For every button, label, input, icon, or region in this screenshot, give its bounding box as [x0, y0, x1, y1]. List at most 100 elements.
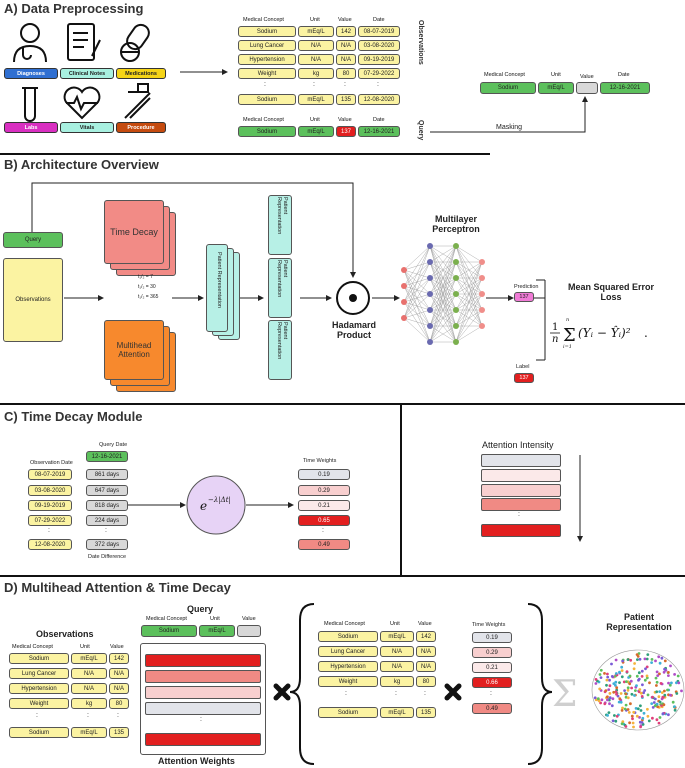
cell: N/A — [71, 668, 107, 679]
query-date: 12-16-2021 — [358, 126, 400, 137]
mlp-node — [427, 243, 433, 249]
d-time-weight: 0.29 — [472, 647, 512, 658]
embedding-dot — [596, 697, 600, 701]
d-time-weight: 0.66 — [472, 677, 512, 688]
intensity-bar — [481, 454, 561, 467]
badge-labs: Labs — [4, 122, 58, 133]
embedding-dot — [633, 662, 636, 665]
masked-unit: mEq/L — [538, 82, 574, 94]
mlp-node — [453, 307, 459, 313]
attention-weight-bar — [145, 702, 261, 715]
cell: N/A — [109, 683, 129, 694]
time-weight: 0.21 — [298, 500, 350, 511]
embedding-dot — [606, 695, 609, 699]
hdr-date: Date — [373, 17, 385, 23]
svg-text:e: e — [200, 499, 207, 513]
mlp-node — [427, 307, 433, 313]
medications-icon — [120, 23, 150, 62]
embedding-dot — [669, 664, 672, 668]
section-b-title: B) Architecture Overview — [4, 157, 159, 172]
hadamard-label: Hadamard Product — [332, 320, 377, 340]
mlp-node — [453, 323, 459, 329]
embedding-dot — [658, 690, 662, 693]
embedding-dot — [646, 653, 650, 656]
d-time-weight: 0.21 — [472, 662, 512, 673]
embedding-dot — [653, 704, 657, 708]
embedding-dot — [626, 708, 630, 711]
embedding-dot — [623, 689, 626, 692]
embedding-dot — [662, 670, 666, 674]
embedding-dot — [599, 701, 602, 705]
ellipsis: : — [518, 511, 520, 518]
clinical-notes-icon — [67, 23, 101, 61]
cell: N/A — [336, 40, 356, 51]
embedding-dot — [643, 678, 647, 682]
embedding-dot — [625, 680, 628, 683]
embedding-dot — [619, 692, 623, 695]
embedding-dot — [667, 681, 670, 685]
divider — [0, 153, 490, 155]
embedding-dot — [623, 707, 627, 711]
cell: 80 — [416, 676, 436, 687]
embedding-dot — [633, 694, 636, 697]
mlp-node — [401, 315, 407, 321]
ellipsis: : — [87, 712, 89, 719]
hdr-value: Value — [242, 616, 256, 622]
embedding-dot — [676, 674, 680, 678]
embedding-dot — [635, 674, 639, 678]
embedding-dot — [630, 692, 634, 696]
embedding-dot — [632, 725, 635, 729]
badge-clinical-notes: Clinical Notes — [60, 68, 114, 79]
embedding-dot — [650, 702, 654, 705]
hdr-concept: Medical Concept — [243, 117, 284, 123]
cell: mEq/L — [298, 94, 334, 105]
embedding-dot — [615, 714, 619, 718]
halflife-30: t₁/₂ = 30 — [138, 284, 156, 290]
embedding-dot — [624, 695, 628, 699]
embedding-dot — [666, 688, 669, 692]
embedding-dot — [628, 674, 632, 678]
hdr-date: Date — [618, 72, 630, 78]
masked-value — [576, 82, 598, 94]
date-diff: 224 days — [86, 515, 128, 526]
embedding-dot — [621, 720, 625, 724]
time-weights-label: Time Weights — [303, 458, 337, 464]
cell: 135 — [109, 727, 129, 738]
cell: Lung Cancer — [318, 646, 378, 657]
embedding-dot — [634, 707, 638, 710]
embedding-dot — [608, 692, 612, 695]
ellipsis: : — [200, 716, 202, 723]
embedding-dot — [626, 688, 630, 692]
cell: N/A — [380, 661, 414, 672]
cell: Sodium — [318, 631, 378, 642]
embedding-dot — [675, 692, 679, 695]
embedding-dot — [621, 659, 624, 663]
embedding-dot — [654, 659, 657, 663]
mlp-node — [453, 243, 459, 249]
embedding-dot — [599, 668, 603, 672]
embedding-dot — [635, 684, 638, 687]
embedding-dot — [620, 709, 624, 712]
embedding-dot — [619, 700, 623, 704]
d-query-title: Query — [187, 604, 214, 614]
obs-date: 07-29-2022 — [28, 515, 72, 526]
cell: 135 — [336, 94, 356, 105]
embedding-dot — [613, 714, 616, 717]
hdr-unit: Unit — [310, 17, 320, 23]
d-patient-rep-title: Patient Representation — [606, 612, 672, 632]
cell: Lung Cancer — [238, 40, 296, 51]
badge-diagnoses: Diagnoses — [4, 68, 58, 79]
embedding-dot — [651, 695, 654, 699]
mlp-node — [427, 275, 433, 281]
cell: N/A — [416, 646, 436, 657]
arch-query: Query — [3, 232, 63, 248]
cell: Sodium — [238, 26, 296, 37]
hdr-concept: Medical Concept — [243, 17, 284, 23]
cell: mEq/L — [380, 707, 414, 718]
cell: 80 — [109, 698, 129, 709]
embedding-dot — [610, 704, 614, 708]
embedding-dot — [614, 690, 618, 694]
cell: Weight — [318, 676, 378, 687]
embedding-dot — [618, 670, 621, 674]
cell: N/A — [109, 668, 129, 679]
